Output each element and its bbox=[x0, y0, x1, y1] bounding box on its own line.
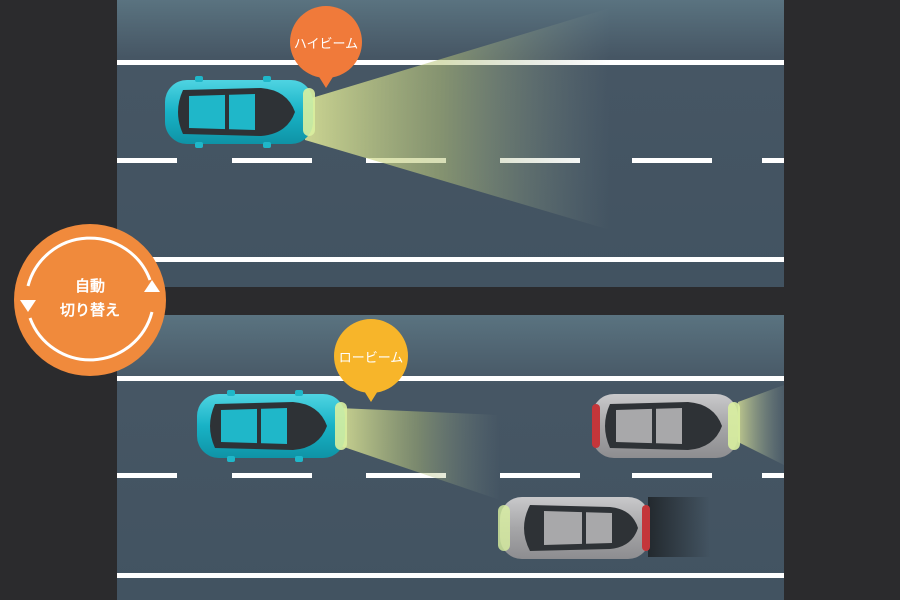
auto-switch-line1: 自動 bbox=[74, 277, 105, 295]
auto-switch-line2: 切り替え bbox=[59, 301, 120, 319]
high-beam-bubble bbox=[290, 6, 362, 88]
low-beam-bubble bbox=[334, 319, 408, 402]
bottom-road-lane-dashes bbox=[117, 473, 784, 478]
bottom-road-edge-line-upper bbox=[117, 376, 784, 381]
low-beam-label: ロービーム bbox=[338, 351, 404, 366]
lead-car bbox=[498, 497, 650, 559]
cycle-arrow-lower bbox=[28, 311, 154, 362]
auto-switch-badge bbox=[14, 224, 166, 376]
own-car-low-beam bbox=[197, 390, 347, 462]
high-beam-cone bbox=[305, 8, 610, 230]
own-car-high-beam bbox=[165, 76, 315, 148]
top-road-edge-line-lower bbox=[117, 257, 784, 262]
oncoming-car-beam bbox=[738, 385, 784, 465]
arrow-up-icon bbox=[144, 280, 160, 292]
high-beam-label: ハイビーム bbox=[293, 37, 359, 52]
low-beam-cone bbox=[338, 408, 500, 500]
arrow-down-icon bbox=[20, 300, 36, 312]
section-separator bbox=[117, 287, 784, 315]
lead-car-motion-trail bbox=[648, 497, 710, 557]
bottom-road-edge-line-lower bbox=[117, 573, 784, 578]
cycle-arrow-upper bbox=[26, 236, 152, 287]
oncoming-car bbox=[592, 394, 740, 458]
